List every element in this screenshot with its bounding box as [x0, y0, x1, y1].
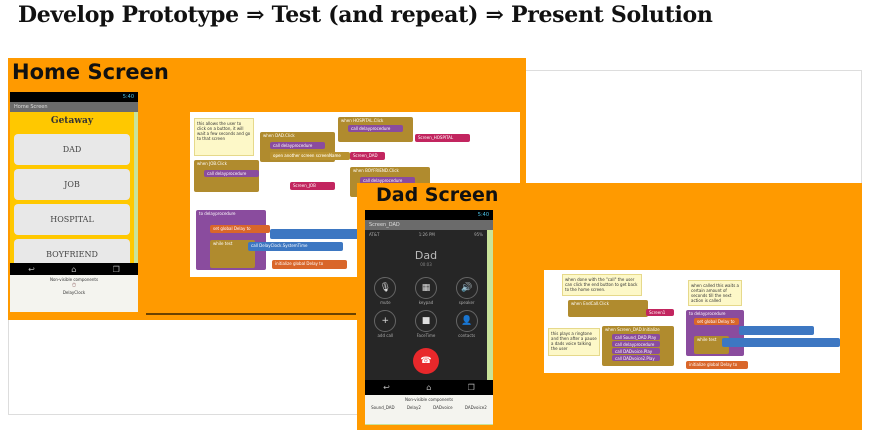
keypad-icon: ▦ [414, 277, 437, 299]
hospital-button[interactable]: HOSPITAL [14, 204, 130, 235]
block-init-global[interactable]: initialize global Delay to [686, 361, 748, 369]
nav-bar: ↩ ⌂ ❐ [365, 380, 493, 395]
microphone-icon: 🎙 [374, 277, 397, 299]
speaker-icon: 🔊 [455, 277, 478, 299]
block-screen-home[interactable]: Screen1 [646, 309, 674, 316]
block-set-global[interactable]: set global Delay to [210, 225, 270, 233]
block-call-delay[interactable]: call delayprocedure [270, 142, 325, 149]
block-init-global[interactable]: initialize global Delay to [272, 260, 347, 269]
block-while-test[interactable]: while test [210, 240, 255, 268]
app-title: Getaway [50, 116, 94, 126]
plus-icon: + [374, 310, 397, 332]
job-button[interactable]: JOB [14, 169, 130, 200]
status-bar: 5:40 [10, 92, 138, 102]
block-call-sound[interactable]: call Sound_DAD.Play [612, 334, 660, 340]
dad-blocks-workspace: when done with the "call" the user can c… [544, 270, 840, 373]
block-set-global[interactable]: set global Delay to [694, 318, 739, 325]
home-icon[interactable]: ⌂ [71, 264, 77, 274]
block-call-clock[interactable]: call DelayClock.SystemTime [248, 242, 343, 251]
recents-icon[interactable]: ❐ [112, 264, 120, 274]
block-call-delay-3[interactable]: call delayprocedure [204, 170, 259, 177]
block-screen-dad[interactable]: Screen_DAD [350, 152, 385, 160]
dad-button[interactable]: DAD [14, 134, 130, 165]
nav-bar: ↩ ⌂ ❐ [10, 263, 138, 275]
speaker-button[interactable]: 🔊speaker [446, 277, 487, 305]
keypad-button[interactable]: ▦keypad [406, 277, 447, 305]
mute-button[interactable]: 🎙mute [365, 277, 406, 305]
sound-icon: DADvoice [433, 405, 453, 410]
call-screen: AT&T 1:26 PM 95% Dad 00:03 🎙mute ▦keypad… [365, 230, 487, 380]
status-bar: 5:40 [365, 210, 493, 220]
back-icon[interactable]: ↩ [383, 383, 390, 392]
home-slide-title: Home Screen [12, 60, 169, 84]
block-when-end[interactable]: when EndCall.Click [568, 300, 648, 317]
page-heading: Develop Prototype ⇒ Test (and repeat) ⇒ … [18, 2, 713, 28]
block-call-voice2[interactable]: call DADvoice2.Play [612, 355, 660, 361]
clock-icon: ⏱ [71, 282, 77, 289]
block-math[interactable] [270, 229, 360, 239]
comment-note-2: when called this waits a certain amount … [688, 280, 742, 306]
nonvisible-components: Non-visible components ⏱ DelayClock [10, 275, 138, 312]
dad-phone: 5:40 Screen_DAD AT&T 1:26 PM 95% Dad 00:… [365, 210, 493, 425]
clock-icon: Delay2 [406, 405, 421, 410]
caller-name: Dad [414, 249, 438, 262]
block-screen-job[interactable]: Screen_JOB [290, 182, 335, 190]
comment-note: this allows the user to click on a butto… [194, 118, 254, 156]
block-call-clock[interactable] [722, 338, 840, 347]
block-screen-hospital[interactable]: Screen_HOSPITAL [415, 134, 470, 142]
block-math[interactable] [739, 326, 814, 335]
sound-icon: DADvoice2 [464, 405, 487, 410]
home-slide-divider [146, 313, 356, 315]
app-bar: Home Screen [10, 102, 138, 112]
block-call-delay-4[interactable]: call delayprocedure [360, 177, 415, 184]
sound-icon: Sound_DAD [371, 405, 395, 410]
back-icon[interactable]: ↩ [28, 264, 35, 274]
dad-slide-title: Dad Screen [376, 184, 499, 206]
app-bar: Screen_DAD [365, 220, 493, 230]
nonvisible-components: Non-visible components Sound_DAD Delay2 … [365, 395, 493, 424]
comment-note-3: this plays a ringtone and then after a p… [548, 328, 600, 356]
end-call-button[interactable]: ☎ [413, 348, 439, 374]
recents-icon[interactable]: ❐ [467, 383, 475, 392]
call-duration: 00:03 [420, 262, 432, 267]
facetime-button[interactable]: ■FaceTime [406, 310, 447, 338]
video-icon: ■ [414, 310, 437, 332]
block-call-delay[interactable]: call delayprocedure [612, 341, 660, 347]
home-icon[interactable]: ⌂ [426, 383, 432, 392]
block-open-screen[interactable]: open another screen screenName [270, 152, 350, 160]
block-call-delay-2[interactable]: call delayprocedure [348, 125, 403, 132]
hang-up-icon: ☎ [420, 356, 432, 366]
block-call-voice[interactable]: call DADvoice.Play [612, 348, 660, 354]
add-call-button[interactable]: +add call [365, 310, 406, 338]
home-phone: 5:40 Home Screen Getaway DAD JOB HOSPITA… [10, 92, 138, 312]
contacts-icon: 👤 [455, 310, 478, 332]
comment-note-1: when done with the "call" the user can c… [562, 274, 642, 296]
block-while-test[interactable]: while test [694, 336, 729, 354]
contacts-button[interactable]: 👤contacts [446, 310, 487, 338]
